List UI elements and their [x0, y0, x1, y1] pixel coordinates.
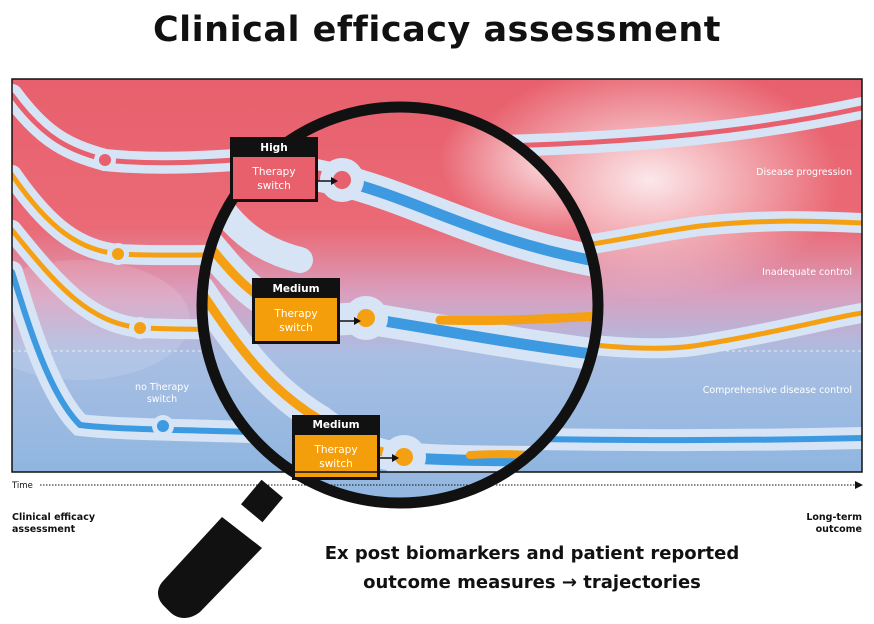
right-label-line1: Long-term: [806, 512, 862, 523]
therapy-switch-box-high: High Therapy switch: [230, 137, 318, 202]
magnifier-lens-ring: [196, 101, 604, 509]
zone-label-comprehensive: Comprehensive disease control: [703, 385, 852, 396]
svg-text:Therapy: Therapy: [273, 308, 317, 320]
svg-text:Therapy: Therapy: [251, 166, 295, 178]
box-level: Medium: [312, 419, 359, 431]
therapy-switch-box-medium-1: Medium Therapy switch: [252, 278, 340, 344]
page-title: Clinical efficacy assessment: [153, 10, 721, 50]
left-label-line2: assessment: [12, 524, 76, 535]
left-label-line1: Clinical efficacy: [12, 512, 96, 523]
no-switch-label-line1: no Therapy: [135, 382, 189, 393]
checkpoint-dots: [94, 149, 174, 437]
caption-line1: Ex post biomarkers and patient reported: [325, 543, 739, 564]
time-axis-label: Time: [11, 481, 33, 491]
time-axis: Time: [11, 481, 863, 491]
zone-label-inadequate: Inadequate control: [762, 267, 852, 278]
no-switch-label-line2: switch: [147, 394, 177, 405]
magnifier-handle-icon: [158, 479, 284, 618]
svg-text:Therapy: Therapy: [313, 444, 357, 456]
svg-text:switch: switch: [257, 180, 291, 192]
right-label-line2: outcome: [816, 524, 862, 535]
box-level: Medium: [272, 283, 319, 295]
caption-arrow-icon: →: [562, 572, 577, 593]
caption-line2: outcome measures → trajectories: [363, 572, 701, 593]
svg-text:switch: switch: [279, 322, 313, 334]
box-level: High: [260, 142, 287, 154]
therapy-switch-box-medium-2: Medium Therapy switch: [292, 415, 380, 480]
svg-text:switch: switch: [319, 458, 353, 470]
zone-label-progression: Disease progression: [756, 167, 852, 178]
